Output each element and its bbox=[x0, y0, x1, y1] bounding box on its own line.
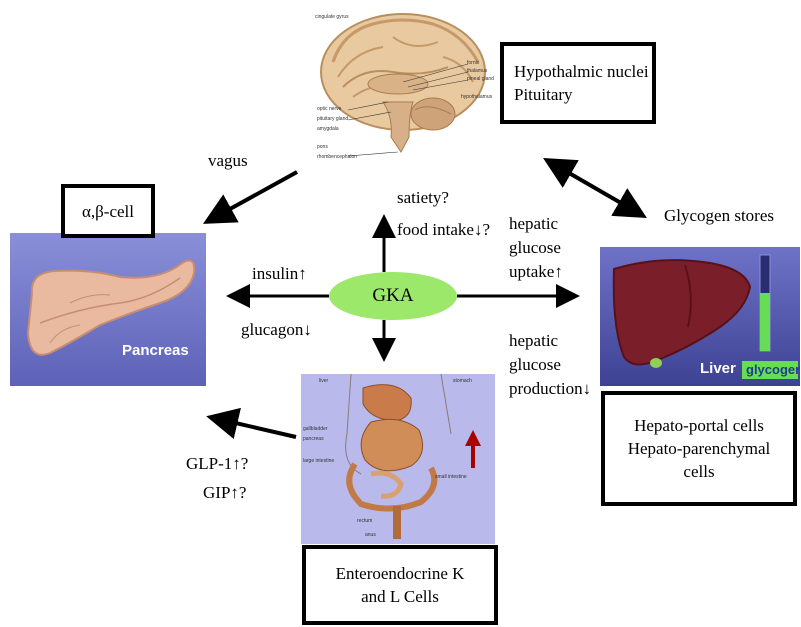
gut-label-liver: liver bbox=[319, 378, 328, 384]
pancreas-box-text: α,β-cell bbox=[82, 200, 134, 223]
liver-image-label: Liver bbox=[700, 360, 736, 377]
brain-label-pineal: pineal gland bbox=[467, 76, 494, 82]
satiety-label: satiety? bbox=[397, 188, 449, 208]
brain-label-optic: optic nerve bbox=[317, 106, 341, 112]
brain-label-cingulate: cingulate gyrus bbox=[315, 14, 349, 20]
brain-label-hypothalamus: hypothalamus bbox=[461, 94, 492, 100]
gut-label-pancreas: pancreas bbox=[303, 436, 324, 442]
glp1-label: GLP-1↑? bbox=[186, 454, 248, 474]
pancreas-illustration bbox=[10, 233, 206, 386]
gut-label-gallbladder: gallbladder bbox=[303, 426, 327, 432]
glycogen-image-label: glycogen bbox=[746, 362, 800, 377]
intestine-box-line-1: Enteroendocrine K bbox=[336, 562, 465, 585]
brain-label-pituitary: pituitary gland bbox=[317, 116, 348, 122]
brain-label-pons: pons bbox=[317, 144, 328, 150]
arrow-brain-liver bbox=[550, 162, 640, 214]
intestine-box-line-2: and L Cells bbox=[361, 585, 439, 608]
brain-illustration bbox=[313, 2, 495, 164]
brain-label-amygdala: amygdala bbox=[317, 126, 339, 132]
brain-label-thalamus: thalamus bbox=[467, 68, 487, 74]
gut-label-rectum: rectum bbox=[357, 518, 372, 524]
gka-node: GKA bbox=[329, 272, 457, 320]
brain-box-line-1: Hypothalmic nuclei bbox=[514, 60, 649, 83]
hepatic-uptake-line-1: hepatic bbox=[509, 212, 563, 236]
brain-target-box: Hypothalmic nuclei Pituitary bbox=[500, 42, 656, 124]
hepatic-production-line-2: glucose bbox=[509, 353, 591, 377]
glucagon-label: glucagon↓ bbox=[241, 320, 312, 340]
brain-image: cingulate gyrus fornix thalamus pineal g… bbox=[313, 2, 495, 164]
brain-label-rhombencephalon: rhombencephalon bbox=[317, 154, 357, 160]
arrow-vagus bbox=[210, 172, 297, 220]
hepatic-production-line-1: hepatic bbox=[509, 329, 591, 353]
intestine-target-box: Enteroendocrine K and L Cells bbox=[302, 545, 498, 625]
liver-box-line-3: cells bbox=[683, 460, 714, 483]
hepatic-uptake-label: hepatic glucose uptake↑ bbox=[509, 212, 563, 284]
hepatic-uptake-line-2: glucose bbox=[509, 236, 563, 260]
brain-label-fornix: fornix bbox=[467, 60, 479, 66]
gut-label-anus: anus bbox=[365, 532, 376, 538]
intestine-image: liver stomach gallbladder pancreas large… bbox=[301, 374, 495, 544]
brain-box-line-2: Pituitary bbox=[514, 83, 573, 106]
insulin-label: insulin↑ bbox=[252, 264, 307, 284]
pancreas-image-label: Pancreas bbox=[122, 342, 189, 359]
hepatic-production-label: hepatic glucose production↓ bbox=[509, 329, 591, 401]
food-intake-label: food intake↓? bbox=[397, 220, 490, 240]
liver-image: Liver glycogen bbox=[600, 247, 800, 386]
arrow-incretin bbox=[214, 418, 296, 437]
hepatic-uptake-line-3: uptake↑ bbox=[509, 260, 563, 284]
vagus-label: vagus bbox=[208, 151, 248, 171]
gut-label-large-intestine: large intestine bbox=[303, 458, 334, 464]
gut-label-small-intestine: small intestine bbox=[435, 474, 467, 480]
pancreas-target-box: α,β-cell bbox=[61, 184, 155, 238]
pancreas-image: Pancreas bbox=[10, 233, 206, 386]
liver-box-line-1: Hepato-portal cells bbox=[634, 414, 764, 437]
glycogen-stores-label: Glycogen stores bbox=[664, 206, 774, 226]
liver-box-line-2: Hepato-parenchymal bbox=[628, 437, 771, 460]
gip-label: GIP↑? bbox=[203, 483, 246, 503]
gut-label-stomach: stomach bbox=[453, 378, 472, 384]
hepatic-production-line-3: production↓ bbox=[509, 377, 591, 401]
liver-target-box: Hepato-portal cells Hepato-parenchymal c… bbox=[601, 391, 797, 506]
gka-label: GKA bbox=[372, 285, 413, 307]
